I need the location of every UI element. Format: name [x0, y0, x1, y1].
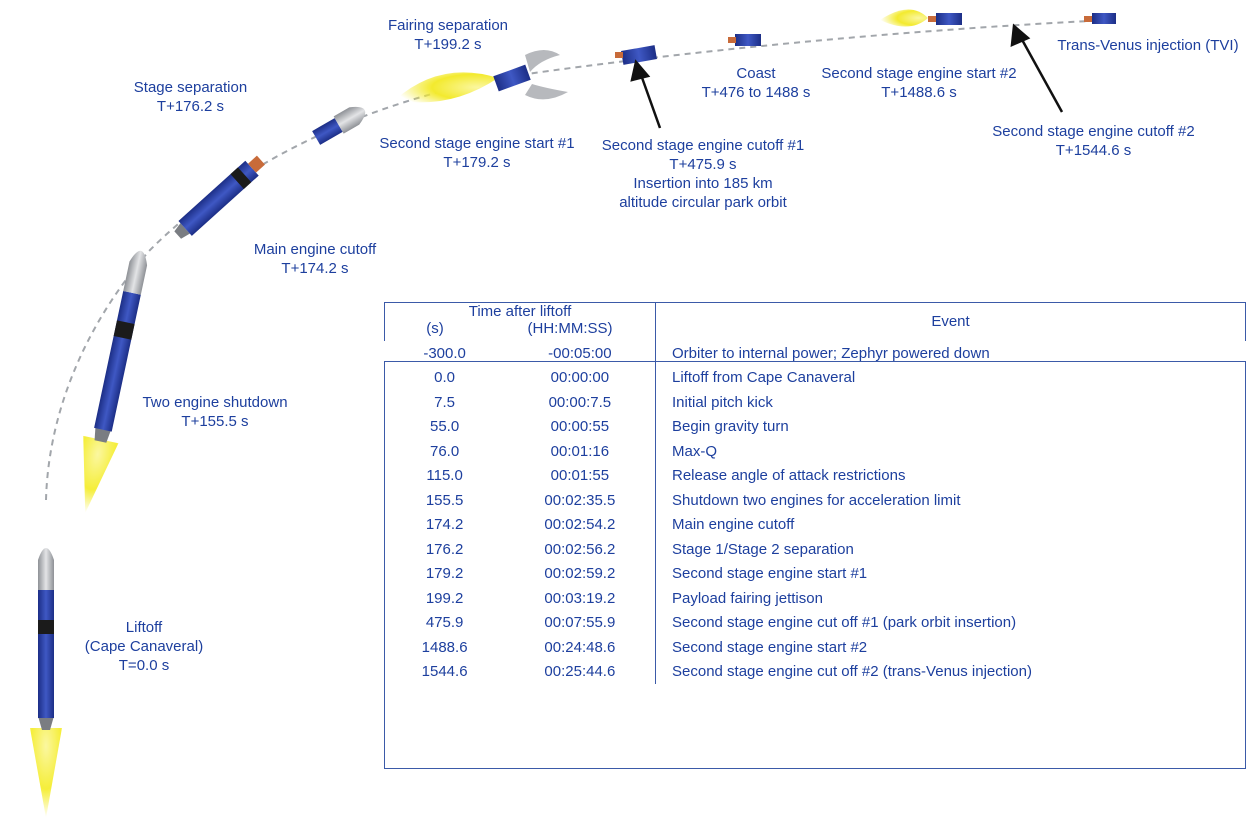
- cell-hhmmss: 00:03:19.2: [544, 589, 616, 607]
- header-hhmmss: (HH:MM:SS): [527, 320, 613, 337]
- label-liftoff: Liftoff(Cape Canaveral)T=0.0 s: [84, 619, 204, 674]
- cell-event: Main engine cutoff: [655, 512, 1246, 537]
- cell-seconds: -300.0: [423, 344, 466, 362]
- cell-seconds: 55.0: [430, 418, 460, 436]
- cell-seconds: 7.5: [434, 393, 456, 411]
- table-row: 155.5 00:02:35.5 Shutdown two engines for …: [385, 488, 1246, 513]
- cell-event: Max-Q: [655, 439, 1246, 464]
- cell-seconds: 76.0: [430, 442, 460, 460]
- spacecraft-ses2: [880, 9, 962, 27]
- cell-hhmmss: 00:00:00: [550, 369, 610, 387]
- cell-seconds: 475.9: [425, 614, 464, 632]
- table-row: 115.0 00:01:55 Release angle of attack res…: [385, 463, 1246, 488]
- cell-event: Second stage engine start #1: [655, 561, 1246, 586]
- cell-event: Release angle of attack restrictions: [655, 463, 1246, 488]
- spacecraft-tvi: [1084, 13, 1116, 24]
- header-time-group: Time after liftoff (s) (HH:MM:SS): [384, 302, 656, 341]
- arrow-seco1: [630, 59, 662, 129]
- cell-hhmmss: 00:24:48.6: [544, 638, 616, 656]
- cell-hhmmss: 00:02:54.2: [544, 516, 616, 534]
- cell-seconds: 199.2: [425, 589, 464, 607]
- table-row: 179.2 00:02:59.2 Second stage engine start…: [385, 561, 1246, 586]
- cell-hhmmss: 00:02:59.2: [544, 565, 616, 583]
- cell-seconds: 115.0: [426, 467, 463, 485]
- cell-seconds: 0.0: [434, 369, 456, 387]
- table-row: 1544.6 00:25:44.6 Second stage engine cut …: [385, 659, 1246, 684]
- cell-hhmmss: 00:00:7.5: [548, 393, 612, 411]
- header-event: Event: [655, 302, 1246, 341]
- cell-event: Initial pitch kick: [655, 390, 1246, 415]
- cell-hhmmss: 00:02:35.5: [544, 491, 616, 509]
- cell-hhmmss: 00:01:55: [550, 467, 610, 485]
- header-seconds: (s): [426, 320, 444, 337]
- cell-event: Liftoff from Cape Canaveral: [655, 365, 1246, 390]
- rocket-stage-sep: [312, 106, 366, 145]
- spacecraft-coast: [728, 34, 761, 46]
- table-row: 55.0 00:00:55 Begin gravity turn: [385, 414, 1246, 439]
- table-row: 1488.6 00:24:48.6 Second stage engine star…: [385, 635, 1246, 660]
- table-row: 76.0 00:01:16 Max-Q: [385, 439, 1246, 464]
- cell-seconds: 174.2: [425, 516, 464, 534]
- table-header-row: Time after liftoff (s) (HH:MM:SS) Event: [384, 302, 1246, 341]
- rocket-fairing-sep: [395, 50, 568, 103]
- cell-seconds: 179.2: [425, 565, 464, 583]
- rocket-meco: [174, 155, 265, 239]
- table-row: 7.5 00:00:7.5 Initial pitch kick: [385, 390, 1246, 415]
- table-row: 174.2 00:02:54.2 Main engine cutoff: [385, 512, 1246, 537]
- cell-seconds: 176.2: [425, 540, 464, 558]
- table-row: 0.0 00:00:00 Liftoff from Cape Canaveral: [385, 365, 1246, 390]
- table-row: 199.2 00:03:19.2 Payload fairing jettison: [385, 586, 1246, 611]
- cell-event: Second stage engine cut off #2 (trans-Ve…: [655, 659, 1246, 684]
- rocket-two-engine: [83, 250, 148, 513]
- cell-hhmmss: 00:02:56.2: [544, 540, 616, 558]
- cell-event: Shutdown two engines for acceleration li…: [655, 488, 1246, 513]
- cell-event: Stage 1/Stage 2 separation: [655, 537, 1246, 562]
- cell-seconds: 155.5: [425, 491, 464, 509]
- cell-seconds: 1488.6: [421, 638, 468, 656]
- cell-seconds: 1544.6: [421, 663, 468, 681]
- rocket-liftoff: [30, 548, 62, 818]
- table-row: 475.9 00:07:55.9 Second stage engine cut o…: [385, 610, 1246, 635]
- cell-event: Begin gravity turn: [655, 414, 1246, 439]
- cell-hhmmss: -00:05:00: [548, 344, 612, 362]
- arrow-seco2: [1010, 23, 1064, 113]
- cell-hhmmss: 00:00:55: [550, 418, 610, 436]
- cell-event: Second stage engine cut off #1 (park orb…: [655, 610, 1246, 635]
- header-time-after-liftoff: Time after liftoff: [468, 303, 572, 320]
- timeline-table: Time after liftoff (s) (HH:MM:SS) Event …: [384, 302, 1246, 684]
- cell-hhmmss: 00:25:44.6: [544, 663, 616, 681]
- cell-hhmmss: 00:01:16: [550, 442, 610, 460]
- cell-event: Second stage engine start #2: [655, 635, 1246, 660]
- spacecraft-seco1: [615, 45, 657, 65]
- label-tvi: Trans-Venus injection (TVI): [1057, 37, 1239, 54]
- header-divider: [384, 361, 1246, 362]
- table-row: 176.2 00:02:56.2 Stage 1/Stage 2 separatio…: [385, 537, 1246, 562]
- cell-hhmmss: 00:07:55.9: [544, 614, 616, 632]
- cell-event: Payload fairing jettison: [655, 586, 1246, 611]
